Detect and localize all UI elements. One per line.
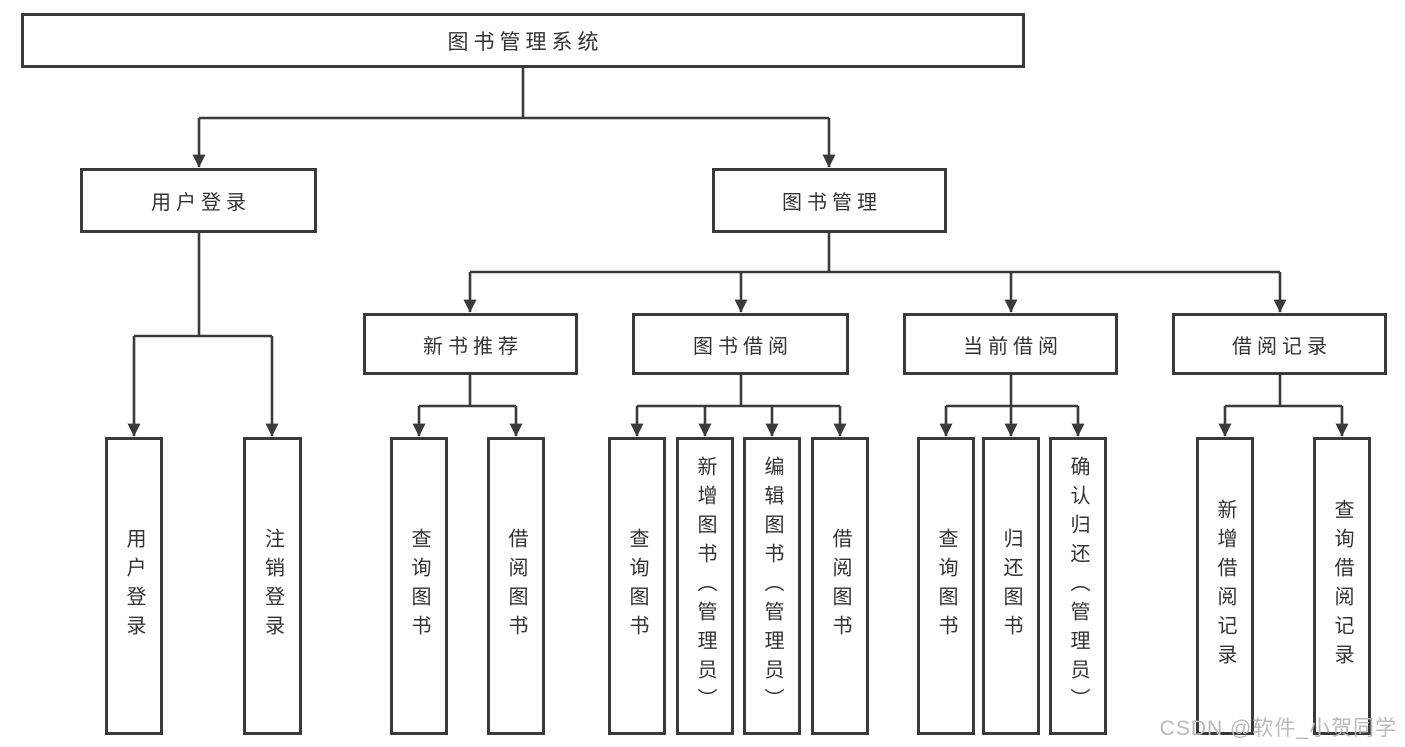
leaf-current-query-books: 查询图书 <box>917 437 975 735</box>
leaf-current-confirm-return-admin: 确认归还（管理员） <box>1049 437 1107 735</box>
leaf-recommend-query-books: 查询图书 <box>390 437 448 735</box>
leaf-borrowing-borrow-books-label: 借阅图书 <box>829 528 851 644</box>
connector-skeleton <box>134 68 1342 408</box>
leaf-borrowing-edit-books-admin: 编辑图书（管理员） <box>743 437 801 735</box>
leaf-records-add-record: 新增借阅记录 <box>1196 437 1254 735</box>
leaf-borrowing-query-books-label: 查询图书 <box>626 528 648 644</box>
leaf-borrowing-add-books-admin-label: 新增图书（管理员） <box>694 455 716 717</box>
node-user-login-label: 用户登录 <box>151 192 251 214</box>
leaf-borrowing-borrow-books: 借阅图书 <box>811 437 869 735</box>
leaf-borrowing-query-books: 查询图书 <box>608 437 666 735</box>
leaf-records-query-record-label: 查询借阅记录 <box>1331 499 1353 673</box>
node-current-borrowing-label: 当前借阅 <box>963 335 1063 358</box>
node-root-label: 图书管理系统 <box>447 30 604 54</box>
node-book-management: 图书管理 <box>712 168 947 233</box>
leaf-borrowing-edit-books-admin-label: 编辑图书（管理员） <box>761 455 783 717</box>
leaf-records-query-record: 查询借阅记录 <box>1313 437 1371 735</box>
node-book-management-label: 图书管理 <box>782 192 882 214</box>
leaf-records-add-record-label: 新增借阅记录 <box>1214 499 1236 673</box>
node-new-book-recommend: 新书推荐 <box>363 313 578 375</box>
node-book-borrowing: 图书借阅 <box>632 313 849 375</box>
leaf-current-return-books: 归还图书 <box>982 437 1040 735</box>
leaf-current-query-books-label: 查询图书 <box>935 528 957 644</box>
leaf-current-return-books-label: 归还图书 <box>1000 528 1022 644</box>
leaf-current-confirm-return-admin-label: 确认归还（管理员） <box>1067 455 1089 717</box>
node-book-borrowing-label: 图书借阅 <box>693 335 793 358</box>
node-current-borrowing: 当前借阅 <box>903 313 1118 375</box>
node-borrowing-records-label: 借阅记录 <box>1232 335 1332 358</box>
leaf-recommend-borrow-books-label: 借阅图书 <box>505 528 527 644</box>
node-borrowing-records: 借阅记录 <box>1172 313 1387 375</box>
watermark: CSDN @软件_小贺同学 <box>1159 717 1397 740</box>
leaf-user-login-label: 用户登录 <box>123 528 145 644</box>
leaf-recommend-query-books-label: 查询图书 <box>408 528 430 644</box>
leaf-borrowing-add-books-admin: 新增图书（管理员） <box>676 437 734 735</box>
node-user-login: 用户登录 <box>80 168 317 233</box>
leaf-logout: 注销登录 <box>243 437 302 735</box>
node-new-book-recommend-label: 新书推荐 <box>423 335 523 358</box>
leaf-user-login: 用户登录 <box>105 437 163 735</box>
node-root: 图书管理系统 <box>21 13 1025 68</box>
leaf-logout-label: 注销登录 <box>261 528 284 644</box>
leaf-recommend-borrow-books: 借阅图书 <box>487 437 545 735</box>
